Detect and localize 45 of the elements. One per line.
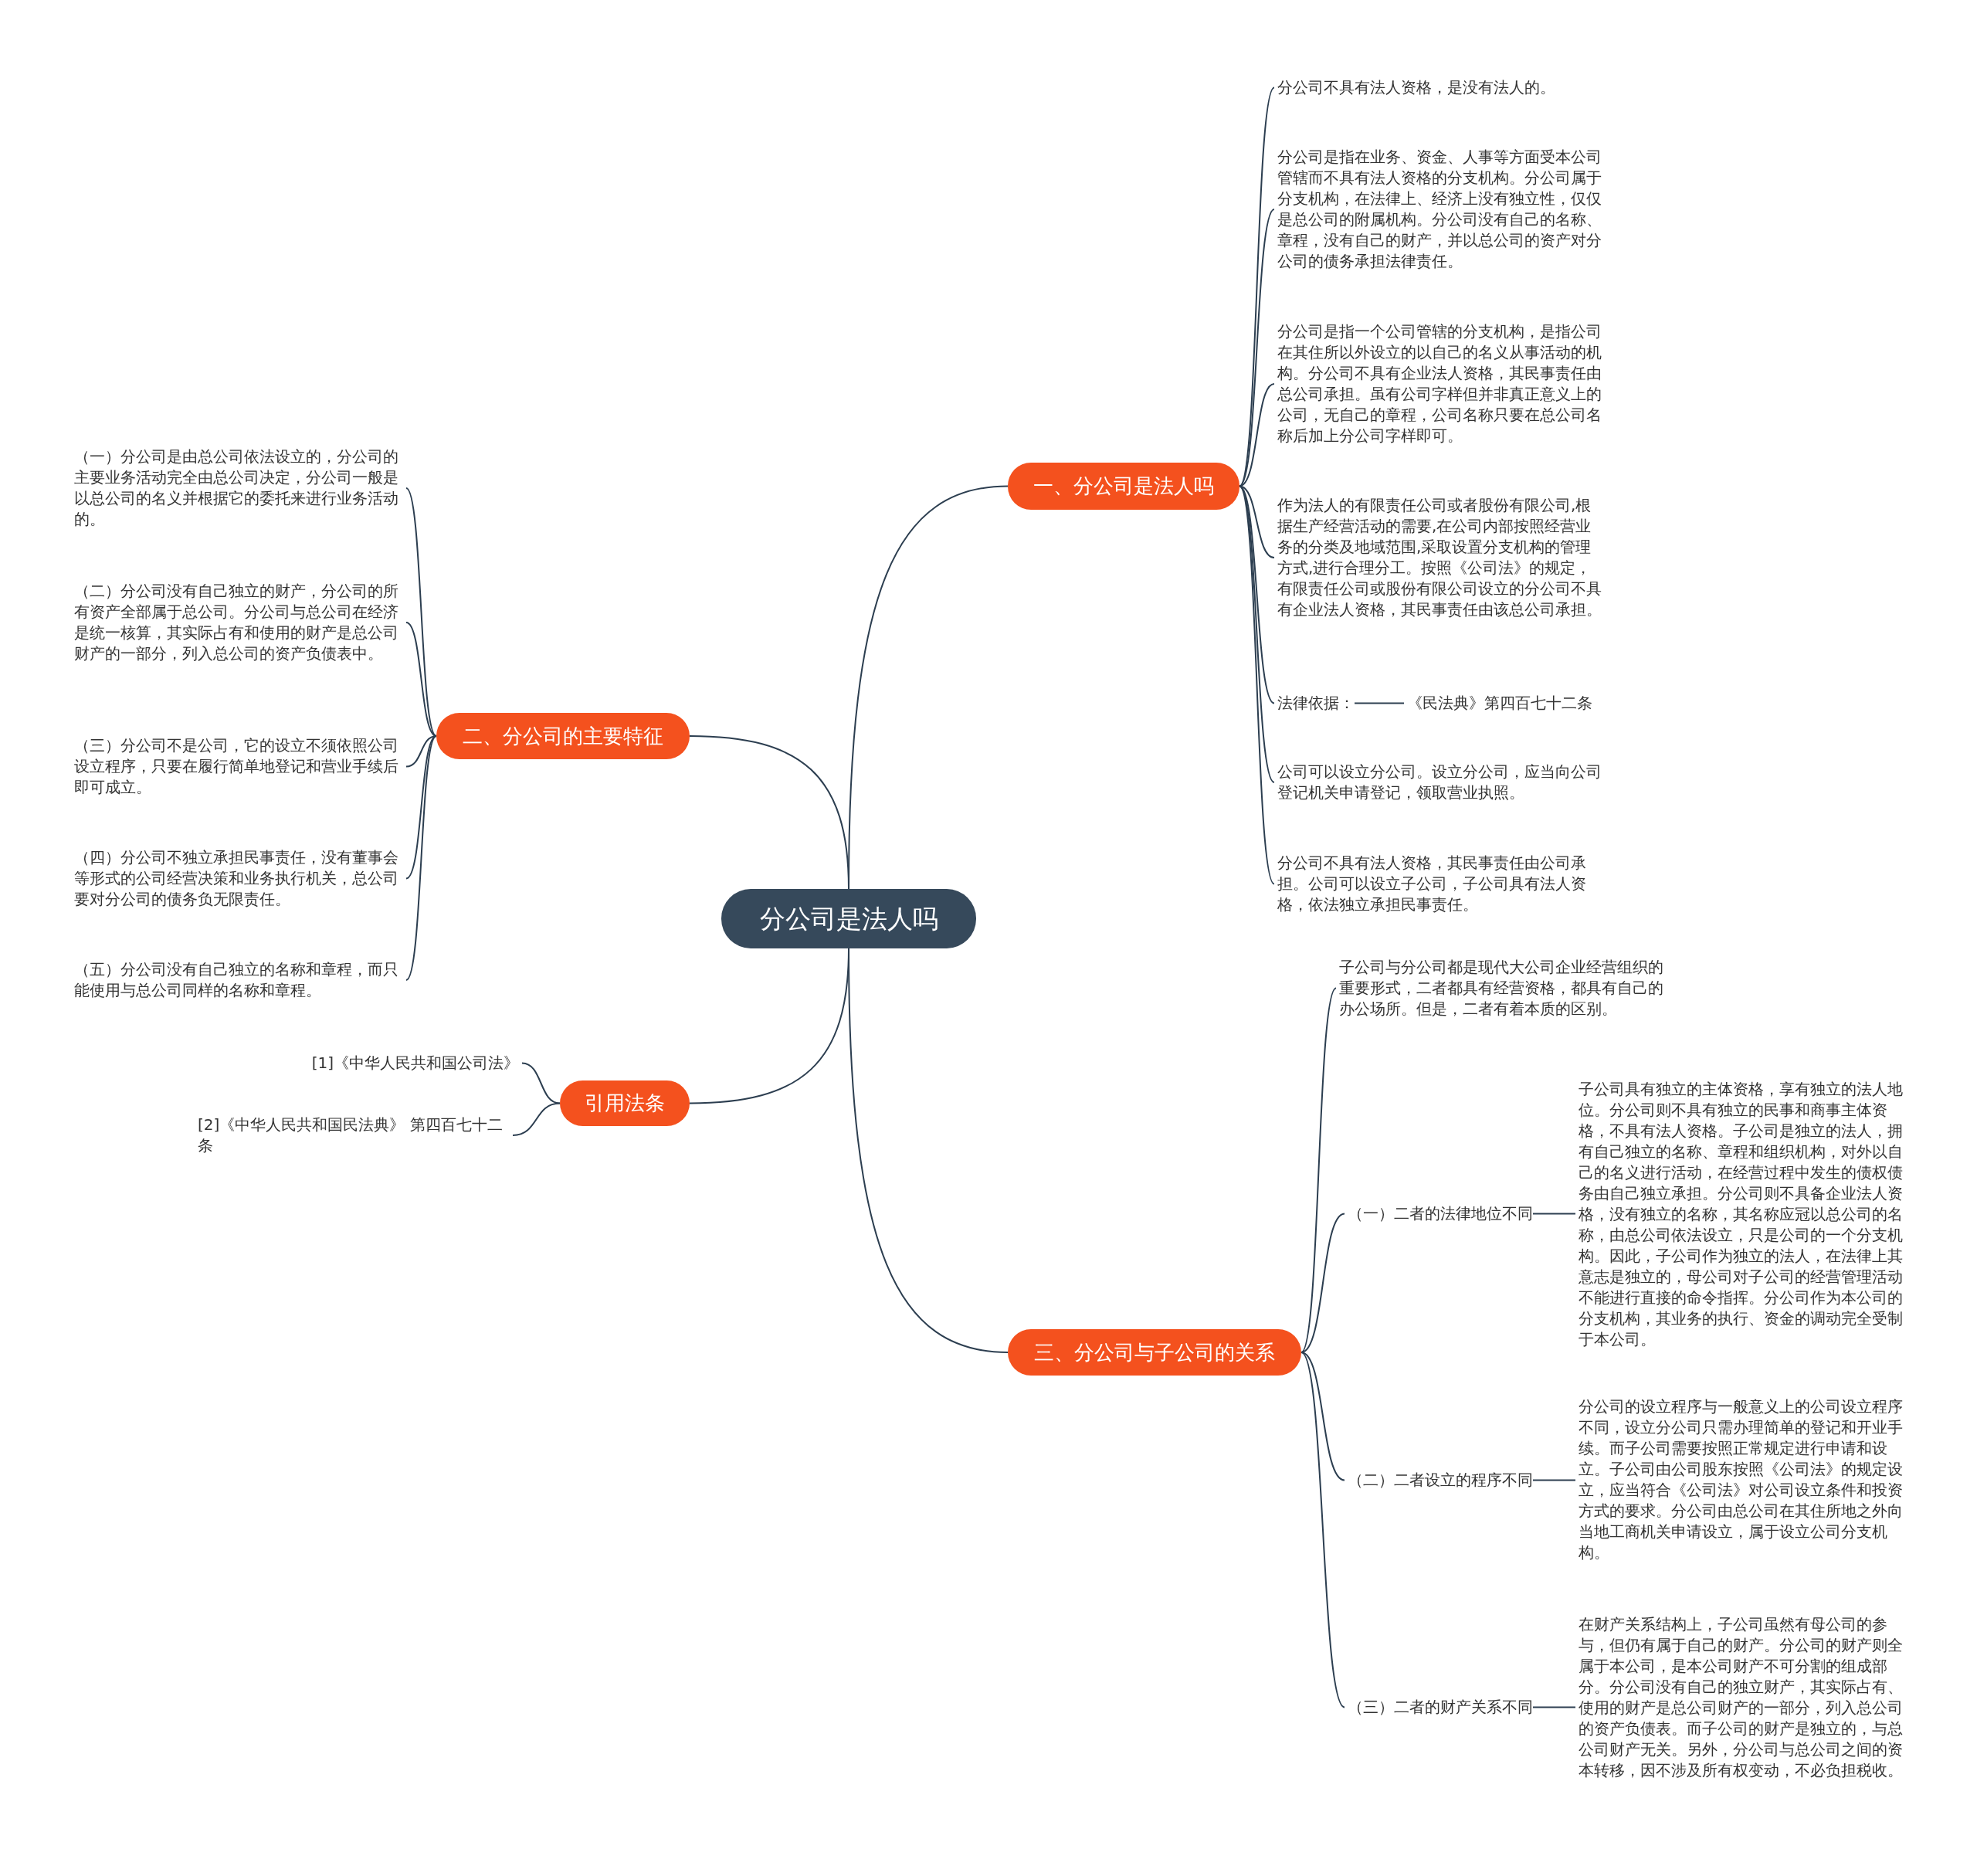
connector-line bbox=[1239, 209, 1275, 487]
connector-line bbox=[1300, 987, 1337, 1353]
connector-line bbox=[405, 735, 437, 981]
connector-line bbox=[1532, 1213, 1576, 1215]
connector-line bbox=[1300, 1352, 1345, 1708]
connector-line bbox=[521, 1062, 561, 1104]
connector-line bbox=[405, 735, 437, 880]
connector-line bbox=[1239, 485, 1275, 885]
topic-text: （二）分公司没有自己独立的财产，分公司的所有资产全部属于总公司。分公司与总公司在经济是统一核算，其实际占有和使用的财产是总公司财产的一部分，列入总公司的资产负债表中。 bbox=[74, 581, 403, 664]
branch-topic: 二、分公司的主要特征 bbox=[436, 713, 690, 759]
topic-text: （三）分公司不是公司，它的设立不须依照公司设立程序，只要在履行简单地登记和营业手续后即可成立。 bbox=[74, 735, 403, 798]
topic-text: 法律依据： bbox=[1277, 693, 1355, 714]
topic-text: 子公司与分公司都是现代大公司企业经营组织的重要形式，二者都具有经营资格，都具有自己的办公场所。但是，二者有着本质的区别。 bbox=[1339, 957, 1667, 1019]
branch-topic: 引用法条 bbox=[560, 1080, 690, 1126]
topic-text: 《民法典》第四百七十二条 bbox=[1407, 693, 1592, 714]
connector-line bbox=[1239, 485, 1275, 704]
connector-line bbox=[1300, 1352, 1345, 1481]
connector-line bbox=[1300, 1213, 1345, 1353]
connector-line bbox=[512, 1102, 561, 1136]
central-topic: 分公司是法人吗 bbox=[721, 889, 976, 948]
connector-line bbox=[1354, 702, 1405, 704]
connector-line bbox=[1532, 1479, 1576, 1481]
topic-text: （五）分公司没有自己独立的名称和章程，而只能使用与总公司同样的名称和章程。 bbox=[74, 959, 403, 1001]
topic-text: 作为法人的有限责任公司或者股份有限公司,根据生产经营活动的需要,在公司内部按照经营业务的分类及地域范围,采取设置分支机构的管理方式,进行合理分工。按照《公司法》的规定，有限责任公司或股份有限公司设立的分公司不具有企业法人资格，其民事责任由该总公司承担。 bbox=[1277, 495, 1602, 620]
topic-text: （四）分公司不独立承担民事责任，没有董事会等形式的公司经营决策和业务执行机关，总公司要对分公司的债务负无限责任。 bbox=[74, 847, 403, 910]
topic-text: 子公司具有独立的主体资格，享有独立的法人地位。分公司则不具有独立的民事和商事主体资格，不具有法人资格。子公司是独立的法人，拥有自己独立的名称、章程和组织机构，对外以自己的名义进行活动，在经营过程中发生的债权债务由自己独立承担。分公司则不具备企业法人资格，没有独立的名称，其名称应冠以总公司的名称，由总公司依法设立，只是公司的一个分支机构。因此，子公司作为独立的法人，在法律上其意志是独立的，母公司对子公司的经营管理活动不能进行直接的命令指挥。分公司作为本公司的分支机构，其业务的执行、资金的调动完全受制于本公司。 bbox=[1579, 1079, 1904, 1350]
topic-text: 分公司不具有法人资格，其民事责任由公司承担。公司可以设立子公司，子公司具有法人资格，依法独立承担民事责任。 bbox=[1277, 853, 1602, 915]
connector-line bbox=[1532, 1706, 1576, 1708]
connector-line bbox=[405, 622, 437, 737]
topic-text: 分公司是指在业务、资金、人事等方面受本公司管辖而不具有法人资格的分支机构。分公司属于分支机构，在法律上、经济上没有独立性，仅仅是总公司的附属机构。分公司没有自己的名称、章程，没有自己的财产，并以总公司的资产对分公司的债务承担法律责任。 bbox=[1277, 147, 1602, 272]
topic-text: （二）二者设立的程序不同 bbox=[1348, 1470, 1533, 1491]
connector-line bbox=[405, 487, 437, 737]
topic-text: （一）分公司是由总公司依法设立的，分公司的主要业务活动完全由总公司决定，分公司一般是以总公司的名义并根据它的委托来进行业务活动的。 bbox=[74, 446, 403, 530]
branch-topic: 三、分公司与子公司的关系 bbox=[1008, 1329, 1301, 1376]
branch-topic: 一、分公司是法人吗 bbox=[1008, 463, 1239, 510]
topic-text: （一）二者的法律地位不同 bbox=[1348, 1203, 1533, 1224]
connector-line bbox=[689, 735, 849, 890]
topic-text: 公司可以设立分公司。设立分公司，应当向公司登记机关申请登记，领取营业执照。 bbox=[1277, 762, 1602, 803]
topic-text: 分公司是指一个公司管辖的分支机构，是指公司在其住所以外设立的以自己的名义从事活动的机构。分公司不具有企业法人资格，其民事责任由总公司承担。虽有公司字样但并非真正意义上的公司，无自己的章程，公司名称只要在总公司名称后加上分公司字样即可。 bbox=[1277, 321, 1602, 446]
topic-text: 分公司的设立程序与一般意义上的公司设立程序不同，设立分公司只需办理简单的登记和开业手续。而子公司需要按照正常规定进行申请和设立。子公司由公司股东按照《公司法》的规定设立，应当符合《公司法》对公司设立条件和投资方式的要求。分公司由总公司在其住所地之外向当地工商机关申请设立，属于设立公司分支机构。 bbox=[1579, 1396, 1904, 1563]
topic-text: [2]《中华人民共和国民法典》 第四百七十二条 bbox=[198, 1114, 510, 1156]
topic-text: [1]《中华人民共和国公司法》 bbox=[311, 1053, 519, 1074]
topic-text: （三）二者的财产关系不同 bbox=[1348, 1697, 1533, 1718]
topic-text: 分公司不具有法人资格，是没有法人的。 bbox=[1277, 77, 1602, 98]
topic-text: 在财产关系结构上，子公司虽然有母公司的参与，但仍有属于自己的财产。分公司的财产则全属于本公司，是本公司财产不可分割的组成部分。分公司没有自己的独立财产，其实际占有、使用的财产是总公司财产的一部分，列入总公司的资产负债表。而子公司的财产是独立的，与总公司财产无关。另外，分公司与总公司之间的资本转移，因不涉及所有权变动，不必负担税收。 bbox=[1579, 1614, 1904, 1781]
